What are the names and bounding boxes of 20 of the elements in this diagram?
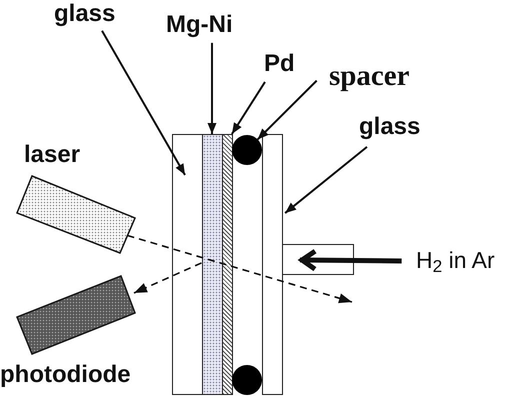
leader-arrow <box>231 81 266 135</box>
gas-label: H$_{2}$ in Ar <box>416 247 508 275</box>
part-label: Pd <box>264 50 297 78</box>
leader-arrow <box>284 146 368 214</box>
part-label: laser <box>24 141 80 169</box>
part-label: photodiode <box>0 361 131 389</box>
glass-plate <box>262 134 283 395</box>
part-label: spacer <box>329 60 415 93</box>
part-label: glass <box>359 113 423 141</box>
gas-flow-arrow <box>300 248 402 272</box>
leader-arrow <box>208 42 216 134</box>
glass-plate <box>172 134 203 395</box>
leader-arrow <box>256 80 318 140</box>
part-label: glass <box>54 0 118 28</box>
part-label: Mg-Ni <box>166 11 237 39</box>
light-beam-arrow <box>127 234 352 304</box>
light-beam-arrow <box>134 262 202 294</box>
leader-arrow <box>101 30 186 176</box>
pd-layer <box>222 134 233 395</box>
mg-ni-layer <box>202 134 223 395</box>
